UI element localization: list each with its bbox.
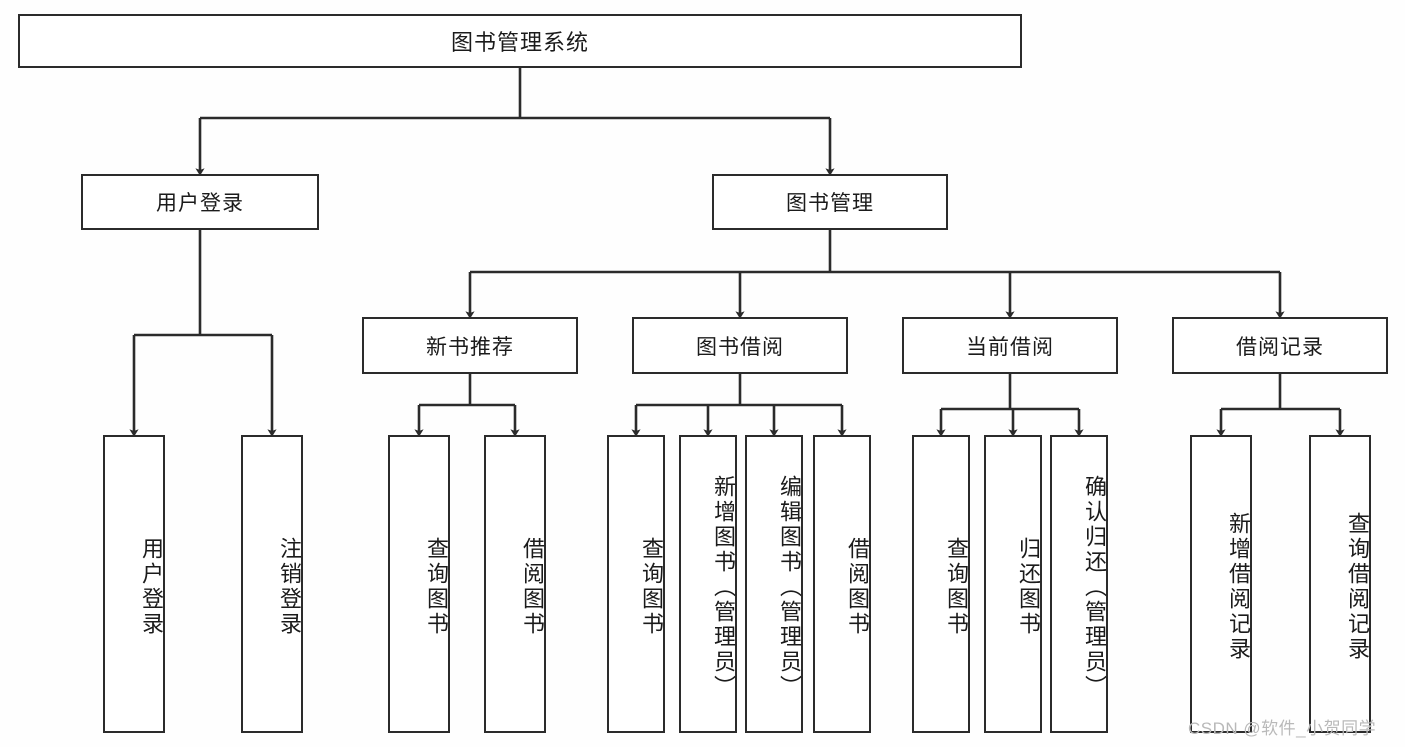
node-leaf-1[interactable]: 注销登录 [241, 435, 303, 733]
node-label: 新书推荐 [426, 335, 514, 359]
node-level2-0[interactable]: 用户登录 [81, 174, 319, 230]
node-level2-1[interactable]: 图书管理 [712, 174, 948, 230]
node-leaf-4[interactable]: 查询图书 [607, 435, 665, 733]
node-label: 确认归还（管理员） [1082, 474, 1107, 700]
node-leaf-3[interactable]: 借阅图书 [484, 435, 546, 733]
node-level3-3[interactable]: 借阅记录 [1172, 317, 1388, 374]
node-label: 归还图书 [1016, 537, 1041, 637]
node-label: 借阅图书 [845, 537, 870, 637]
node-label: 查询图书 [424, 537, 449, 637]
node-level3-2[interactable]: 当前借阅 [902, 317, 1118, 374]
node-leaf-12[interactable]: 查询借阅记录 [1309, 435, 1371, 733]
node-leaf-7[interactable]: 借阅图书 [813, 435, 871, 733]
node-level3-0[interactable]: 新书推荐 [362, 317, 578, 374]
node-label: 查询图书 [639, 537, 664, 637]
node-label: 注销登录 [277, 537, 302, 637]
node-label: 新增借阅记录 [1226, 512, 1251, 662]
csdn-watermark: CSDN @软件_小贺同学 [1188, 719, 1377, 738]
node-label: 查询借阅记录 [1345, 512, 1370, 662]
node-leaf-0[interactable]: 用户登录 [103, 435, 165, 733]
node-label: 借阅记录 [1236, 335, 1324, 359]
node-leaf-11[interactable]: 新增借阅记录 [1190, 435, 1252, 733]
node-label: 用户登录 [156, 192, 244, 215]
node-label: 新增图书（管理员） [711, 474, 736, 700]
node-label: 用户登录 [139, 537, 164, 637]
node-label: 图书管理 [786, 192, 874, 215]
node-leaf-8[interactable]: 查询图书 [912, 435, 970, 733]
node-label: 借阅图书 [520, 537, 545, 637]
node-leaf-5[interactable]: 新增图书（管理员） [679, 435, 737, 733]
node-level3-1[interactable]: 图书借阅 [632, 317, 848, 374]
node-label: 图书借阅 [696, 335, 784, 359]
node-leaf-2[interactable]: 查询图书 [388, 435, 450, 733]
node-label: 编辑图书（管理员） [777, 474, 802, 700]
node-leaf-6[interactable]: 编辑图书（管理员） [745, 435, 803, 733]
node-label: 图书管理系统 [450, 30, 589, 55]
node-leaf-9[interactable]: 归还图书 [984, 435, 1042, 733]
node-label: 当前借阅 [966, 335, 1054, 359]
node-root[interactable]: 图书管理系统 [18, 14, 1022, 68]
node-leaf-10[interactable]: 确认归还（管理员） [1050, 435, 1108, 733]
node-label: 查询图书 [944, 537, 969, 637]
